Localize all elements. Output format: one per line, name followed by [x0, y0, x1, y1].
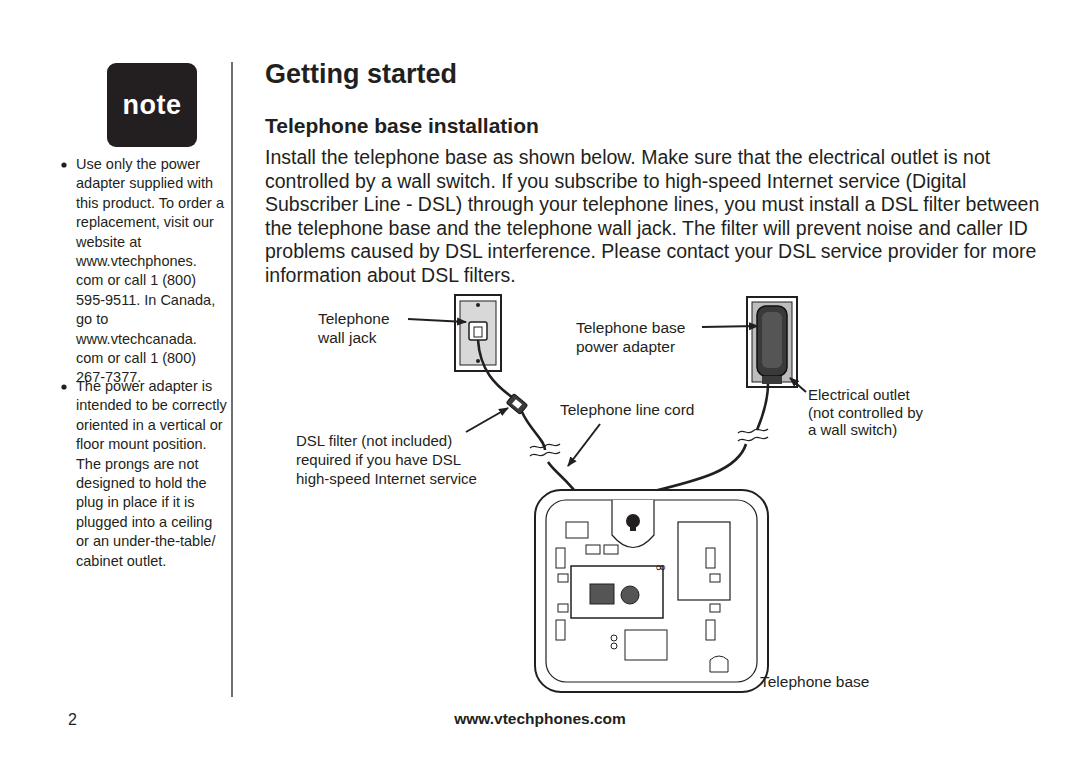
callout-label: Electrical outlet (not controlled by a w…: [808, 386, 928, 439]
break-mark: [530, 429, 768, 456]
svg-text:∞: ∞: [655, 559, 667, 575]
footer-url: www.vtechphones.com: [0, 710, 1080, 729]
section-heading: Telephone base installation: [265, 113, 539, 138]
bullet-dot: [61, 384, 66, 389]
callout-label: Telephone base power adapter: [576, 318, 701, 356]
note-bullet: Use only the power adapter supplied with…: [76, 155, 228, 388]
power-outlet: [747, 297, 797, 387]
leader-arrow: [408, 319, 806, 466]
bullet-dot: [61, 162, 66, 167]
divider-line: [231, 62, 232, 697]
page-title: Getting started: [265, 58, 457, 91]
callout-label: Telephone base: [760, 672, 869, 691]
telephone-base: ∞: [535, 490, 768, 692]
callout-label: Telephone wall jack: [318, 309, 410, 347]
dsl-filter: [506, 394, 528, 415]
callout-label: DSL filter (not included) required if yo…: [296, 431, 481, 488]
callout-label: Telephone line cord: [560, 400, 694, 419]
page-number: 2: [68, 710, 77, 729]
body-paragraph: Install the telephone base as shown belo…: [265, 146, 1043, 288]
wall-jack: [455, 295, 501, 371]
note-bullet: The power adapter is intended to be corr…: [76, 377, 228, 571]
note-badge: note: [107, 63, 197, 147]
note-text: note: [123, 90, 182, 121]
